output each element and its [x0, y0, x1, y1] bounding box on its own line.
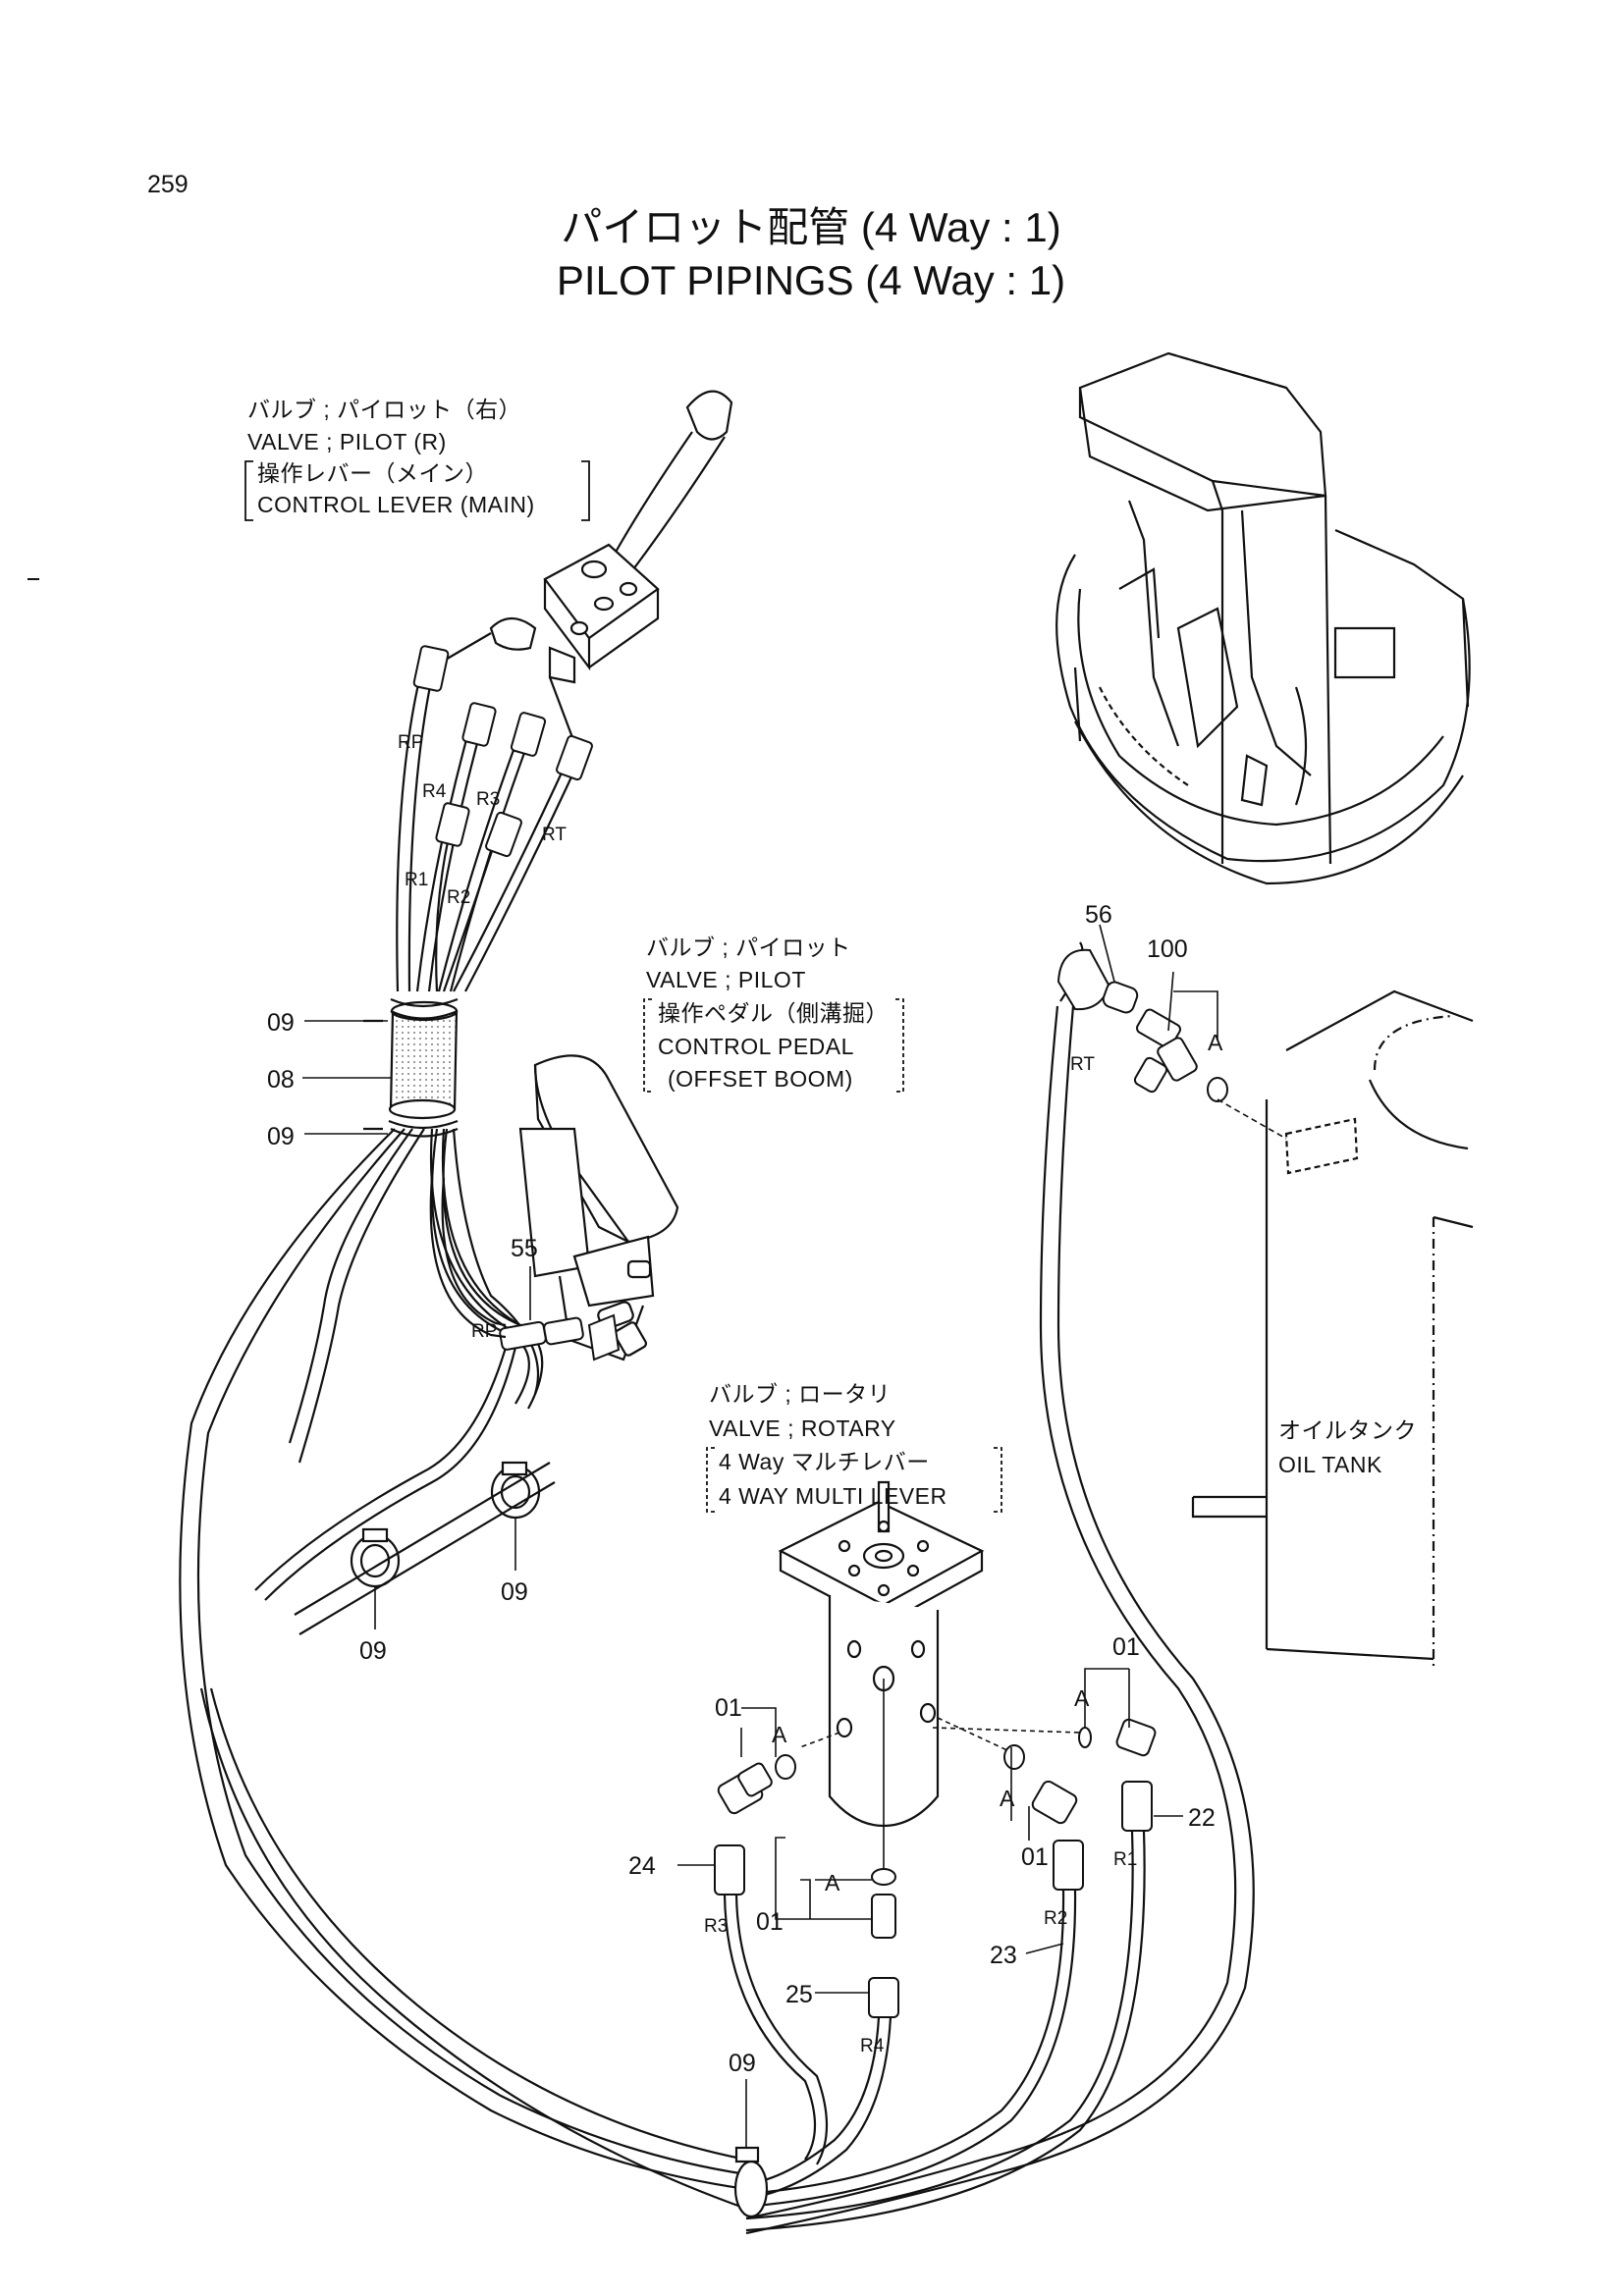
part-23: 23	[990, 1942, 1017, 1969]
protector-sleeve	[388, 1000, 459, 1120]
hose-bundle-upper	[396, 632, 582, 992]
detail-mark-a-left: A	[772, 1722, 787, 1747]
return-fittings	[1056, 948, 1228, 1102]
part-01-rotary-bottom: 01	[756, 1908, 784, 1936]
oil-tank-illustration	[1191, 989, 1474, 1669]
rotary-valve	[778, 1480, 985, 1828]
callout-valve-pilot-r-jp: バルブ ; パイロット（右）	[247, 397, 521, 422]
detail-mark-a-right: A	[1074, 1685, 1090, 1711]
bracket-left	[244, 460, 253, 521]
pedal-hose-2	[441, 1177, 507, 1327]
hose-fittings-upper	[412, 645, 593, 858]
bracket-left	[706, 1447, 715, 1513]
detail-mark-a-mid: A	[1000, 1786, 1015, 1811]
callout-valve-rotary-en: VALVE ; ROTARY	[709, 1415, 896, 1441]
part-22: 22	[1188, 1804, 1216, 1832]
part-55: 55	[511, 1235, 538, 1262]
bracket-left	[643, 998, 652, 1093]
callout-valve-pilot-en: VALVE ; PILOT	[646, 967, 806, 992]
pedal-fittings	[499, 1313, 621, 1362]
hose-tag-rt-tank: RT	[1070, 1054, 1095, 1075]
callout-valve-rotary: バルブ ; ロータリ VALVE ; ROTARY 4 Way マルチレバー 4…	[706, 1381, 1002, 1513]
hoses-lower	[723, 1830, 1146, 2232]
hose-clamps-upper	[363, 997, 459, 1138]
part-25: 25	[785, 1981, 813, 2008]
leader-lines-lower	[677, 1668, 1183, 1994]
part-01-rotary-right: 01	[1112, 1633, 1140, 1661]
callout-valve-rotary-jp: バルブ ; ロータリ	[709, 1381, 891, 1407]
hose-tag-r4-top: R4	[422, 781, 447, 802]
leader-lines-left	[302, 1020, 391, 1135]
detail-mark-a-bottom: A	[825, 1870, 840, 1896]
oil-tank-label-jp: オイルタンク	[1278, 1417, 1417, 1443]
hose-tag-r4-bottom: R4	[860, 2036, 885, 2056]
bracket-right	[994, 1447, 1002, 1513]
callout-valve-pilot-r-sub-jp: 操作レバー（メイン）	[257, 460, 488, 486]
rotary-leaders	[799, 1679, 1081, 1870]
leader-lines-return	[1099, 924, 1287, 1140]
callout-valve-pilot: バルブ ; パイロット VALVE ; PILOT 操作ペダル（側溝掘） CON…	[643, 934, 904, 1093]
control-pedal	[518, 1054, 679, 1362]
part-56: 56	[1085, 901, 1112, 929]
part-01-rotary-mid: 01	[1021, 1843, 1049, 1871]
pedal-hose	[429, 1177, 507, 1339]
return-hose	[745, 941, 1255, 2235]
callout-valve-pilot-sub-jp: 操作ペダル（側溝掘）	[658, 1000, 889, 1026]
hose-tag-rt-top: RT	[542, 825, 567, 845]
part-09-middle-a: 09	[501, 1578, 528, 1606]
part-24: 24	[628, 1852, 656, 1880]
title-jp: パイロット配管 (4 Way : 1)	[561, 204, 1060, 250]
oil-tank-label-en: OIL TANK	[1278, 1452, 1382, 1477]
part-09-lower: 09	[729, 2050, 756, 2077]
callout-valve-pilot-sub-en2: (OFFSET BOOM)	[668, 1066, 853, 1092]
callout-valve-rotary-sub-jp: 4 Way マルチレバー	[719, 1449, 930, 1474]
hose-tag-r1-bottom: R1	[1113, 1849, 1137, 1870]
callout-valve-pilot-jp: バルブ ; パイロット	[646, 934, 851, 960]
hose-tag-r2-top: R2	[447, 887, 470, 908]
callout-valve-rotary-sub-en: 4 WAY MULTI LEVER	[719, 1483, 947, 1509]
hose-bundle-main	[179, 1128, 747, 2211]
hose-tag-r3-bottom: R3	[704, 1916, 728, 1937]
part-100: 100	[1147, 935, 1188, 963]
hose-tag-r2-bottom: R2	[1044, 1908, 1067, 1929]
callout-valve-pilot-sub-en: CONTROL PEDAL	[658, 1034, 854, 1059]
part-01-rotary-left: 01	[715, 1694, 742, 1722]
part-09-middle-b: 09	[359, 1637, 387, 1665]
callout-valve-pilot-r-sub-en: CONTROL LEVER (MAIN)	[257, 492, 535, 517]
leader-lines-middle	[374, 1518, 516, 1629]
callout-valve-pilot-r: バルブ ; パイロット（右） VALVE ; PILOT (R) 操作レバー（メ…	[244, 397, 590, 521]
part-09-upper-a: 09	[267, 1009, 295, 1037]
hose-clamp-lower	[733, 2146, 769, 2218]
control-lever-main	[489, 390, 733, 684]
bracket-right	[895, 998, 904, 1093]
cab-illustration	[1055, 351, 1471, 885]
rotary-fittings	[714, 1718, 1157, 2018]
part-08-sleeve: 08	[267, 1066, 295, 1094]
part-09-upper-b: 09	[267, 1123, 295, 1150]
hose-tag-rp-top: RP	[398, 732, 423, 753]
page-number: 259	[147, 171, 189, 198]
title-en: PILOT PIPINGS (4 Way : 1)	[557, 257, 1065, 303]
hose-tag-r1-top: R1	[405, 870, 428, 890]
hose-tag-r3-top: R3	[476, 789, 500, 810]
hose-tag-rp-pedal: RP	[471, 1321, 497, 1342]
callout-valve-pilot-r-en: VALVE ; PILOT (R)	[247, 429, 447, 454]
detail-mark-a-return: A	[1208, 1030, 1223, 1055]
bracket-right	[581, 460, 590, 521]
